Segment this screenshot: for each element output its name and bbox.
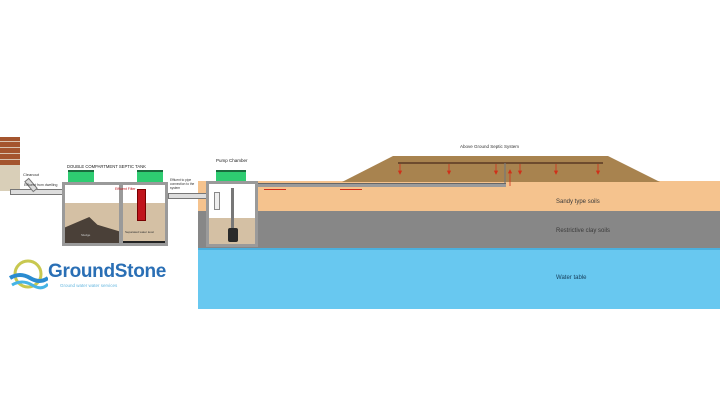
pump-chamber (206, 181, 258, 247)
clay-soil-layer (198, 211, 720, 248)
water-table-label: Water table (556, 275, 587, 281)
sludge-label: Sludge (81, 233, 91, 237)
house-foundation (0, 165, 20, 191)
pressure-pipe (244, 183, 506, 187)
mound-shape (342, 156, 660, 182)
flow-arrow (264, 189, 286, 190)
septic-tank-title: DOUBLE COMPARTMENT SEPTIC TANK (67, 164, 146, 169)
effluent-filter (137, 189, 146, 221)
tank-outlet-pipe (168, 193, 210, 199)
house-wall (0, 137, 20, 165)
tank-floor (123, 241, 165, 243)
pump (228, 228, 238, 242)
pump-chamber-title: Pump Chamber (216, 158, 248, 163)
float-switch (214, 192, 220, 210)
pump-chamber-interior (209, 184, 255, 244)
flow-arrow (340, 189, 362, 190)
tank-lid-left (68, 170, 94, 182)
tank-compartment-2: Separated water level (123, 185, 165, 243)
tank-compartment-1: Sludge (65, 185, 119, 243)
logo-tagline: Ground water water services (60, 283, 118, 288)
cleanout-label: Cleanout (23, 172, 40, 177)
logo-name: GroundStone (48, 261, 167, 282)
mound-title: Above Ground Septic System (460, 144, 520, 149)
distribution-arrows (397, 164, 601, 186)
water-table-surface (198, 248, 720, 250)
pump-chamber-lid (216, 170, 246, 182)
mound-diagram (342, 156, 660, 186)
tank-lid-right (137, 170, 163, 182)
septic-tank: Sludge Separated water level (62, 182, 168, 246)
effluent-filter-label: Effluent Filter (115, 187, 136, 191)
pump-riser (231, 188, 234, 230)
groundstone-logo-icon (8, 259, 48, 290)
clay-soil-label: Restrictive clay soils (556, 228, 611, 234)
separated-water-label: Separated water level (125, 230, 155, 234)
water-table-layer (198, 248, 720, 309)
house-pipe (10, 189, 64, 195)
effluent-from-dwelling-label: Effluent from dwelling (24, 183, 58, 187)
effluent-out-label: Effluent to pipe connection to the syste… (170, 178, 195, 190)
sandy-soil-label: Sandy type soils (556, 199, 600, 205)
